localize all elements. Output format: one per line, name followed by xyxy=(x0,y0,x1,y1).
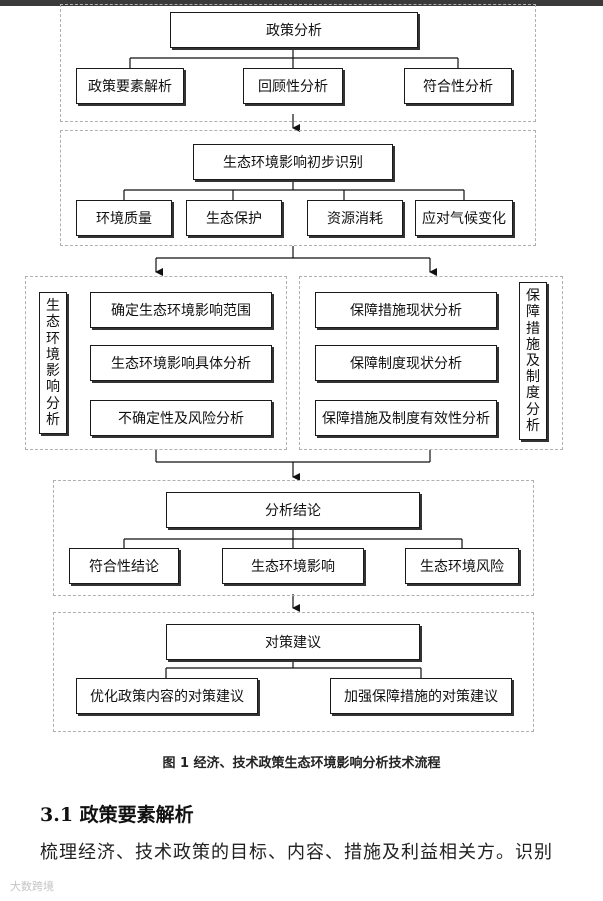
conclusion-title: 分析结论 xyxy=(166,492,420,528)
environmental-quality-box: 环境质量 xyxy=(76,200,172,236)
impact-scope-box: 确定生态环境影响范围 xyxy=(90,292,272,328)
conformity-analysis-box: 符合性分析 xyxy=(404,68,512,104)
section-body-text: 梳理经济、技术政策的目标、内容、措施及利益相关方。识别 xyxy=(40,842,553,863)
uncertainty-risk-box: 不确定性及风险分析 xyxy=(90,400,272,436)
impact-detail-box: 生态环境影响具体分析 xyxy=(90,345,272,381)
section-heading: 3.1 政策要素解析 xyxy=(40,804,194,826)
optimize-policy-box: 优化政策内容的对策建议 xyxy=(76,678,258,714)
resource-consumption-box: 资源消耗 xyxy=(307,200,403,236)
policy-analysis-group xyxy=(60,4,536,122)
retrospective-analysis-box: 回顾性分析 xyxy=(243,68,343,104)
ecological-protection-box: 生态保护 xyxy=(186,200,282,236)
suggestions-title: 对策建议 xyxy=(166,624,420,660)
initial-identification-group xyxy=(60,130,536,246)
eco-impact-box: 生态环境影响 xyxy=(222,548,364,584)
climate-change-box: 应对气候变化 xyxy=(415,200,513,236)
eco-analysis-side-label: 生 态 环 境 影 响 分 析 xyxy=(39,292,67,434)
effectiveness-box: 保障措施及制度有效性分析 xyxy=(315,400,497,436)
watermark: 大数跨境 xyxy=(10,880,54,893)
conformity-conclusion-box: 符合性结论 xyxy=(69,548,179,584)
measures-status-box: 保障措施现状分析 xyxy=(315,292,497,328)
eco-risk-box: 生态环境风险 xyxy=(405,548,519,584)
system-status-box: 保障制度现状分析 xyxy=(315,345,497,381)
strengthen-measures-box: 加强保障措施的对策建议 xyxy=(330,678,512,714)
guarantee-analysis-side-label: 保 障 措 施 及 制 度 分 析 xyxy=(519,282,547,440)
guarantee-analysis-group xyxy=(299,276,563,450)
eco-analysis-group xyxy=(25,276,287,450)
policy-element-parsing-box: 政策要素解析 xyxy=(76,68,184,104)
policy-analysis-title: 政策分析 xyxy=(170,12,418,48)
suggestions-group xyxy=(53,612,534,732)
conclusion-group xyxy=(53,480,534,596)
top-bar xyxy=(0,0,603,6)
figure-caption: 图 1 经济、技术政策生态环境影响分析技术流程 xyxy=(162,756,441,771)
initial-identification-title: 生态环境影响初步识别 xyxy=(193,144,393,180)
